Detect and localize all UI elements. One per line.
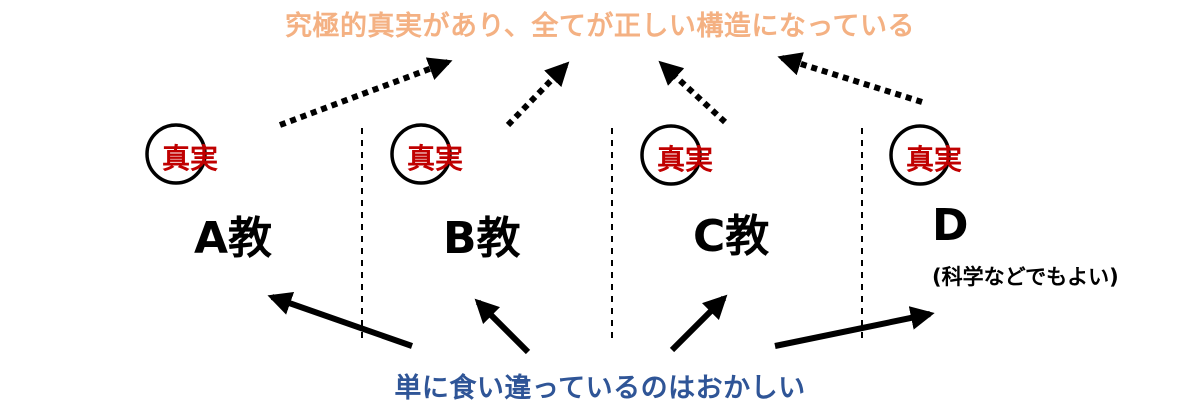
truth-circle-d [889,124,951,186]
note-d: (科学などでもよい) [932,265,1119,289]
solid-arrow-a [267,292,413,349]
truth-label-c: 真実 [657,143,714,176]
dotted-arrow-d [777,52,923,105]
label-a: A教 [194,213,273,264]
truth-label-d: 真実 [906,143,963,176]
truth-circle-b [390,123,452,185]
dotted-arrow-c [658,60,728,125]
solid-arrow-b [474,298,531,355]
truth-circle-a [145,123,207,185]
top-caption: 究極的真実があり、全てが正しい構造になっている [284,11,916,42]
truth-label-a: 真実 [162,142,219,175]
bottom-caption: 単に食い違っているのはおかしい [394,373,806,404]
label-d: D [932,200,969,251]
dotted-arrow-a [278,57,453,128]
dotted-arrow-b [505,61,570,128]
solid-arrow-c [669,294,728,353]
label-b: B教 [443,213,521,264]
truth-label-b: 真実 [407,142,464,175]
label-c: C教 [693,211,770,262]
truth-circle-c [640,124,702,186]
solid-arrow-d [774,306,935,349]
